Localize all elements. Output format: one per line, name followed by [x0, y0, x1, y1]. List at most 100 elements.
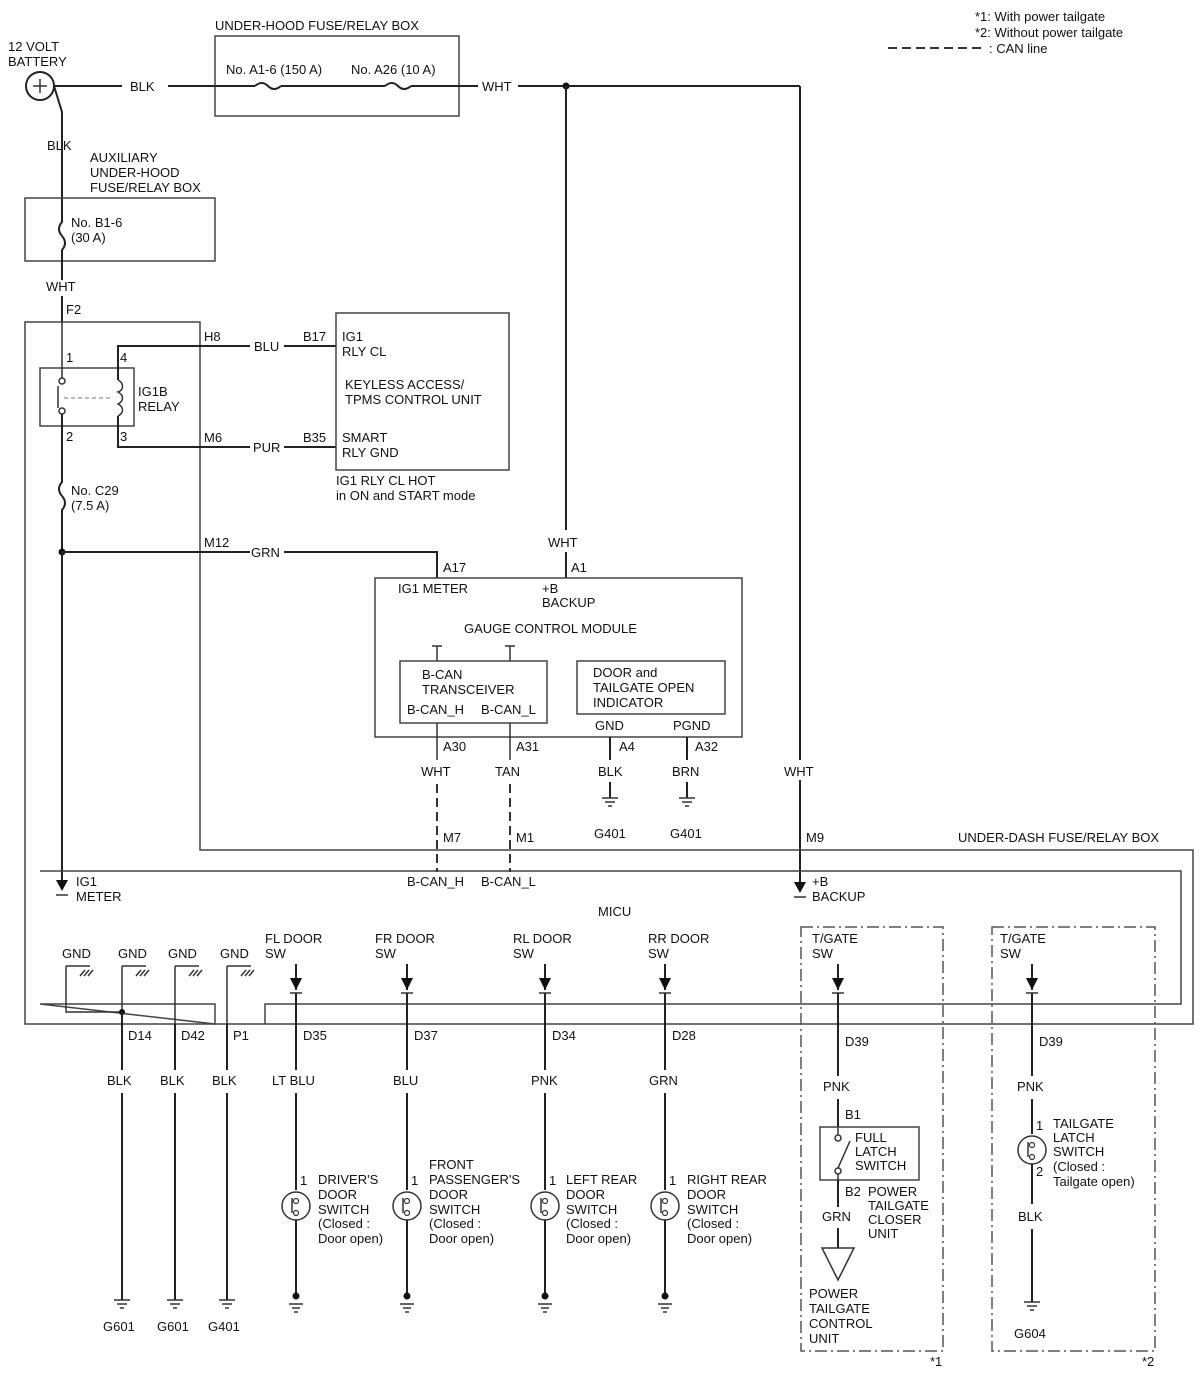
rl-door-input: RL DOOR SW D34 PNK 1 LEFT REAR DOOR SWIT… [513, 931, 637, 1313]
wire-label-pur: PUR [253, 440, 280, 455]
micu-label: MICU [598, 904, 631, 919]
splice-dot [661, 1292, 669, 1300]
micu-gnd-label: GND [62, 946, 91, 961]
under-dash-box-title: UNDER-DASH FUSE/RELAY BOX [958, 830, 1159, 845]
ig1b-relay [39, 367, 135, 427]
wire-label-blk: BLK [212, 1073, 237, 1088]
full-latch-line3: SWITCH [855, 1158, 906, 1173]
fuse-c29-icon [58, 414, 66, 552]
micu-tgate-line1: T/GATE [812, 931, 858, 946]
control-unit-line3: CONTROL [809, 1316, 873, 1331]
wire-label-blu: BLU [254, 339, 279, 354]
ground-icon [289, 1303, 303, 1313]
right-rear-switch-line5: Door open) [687, 1231, 752, 1246]
transceiver-bcan-h: B-CAN_H [407, 702, 464, 717]
micu-gnd-label: GND [168, 946, 197, 961]
closer-unit-line2: TAILGATE [868, 1198, 929, 1213]
keyless-pin2-line2: RLY GND [342, 445, 399, 460]
fl-door-input: FL DOOR SW D35 LT BLU 1 DRIVER'S DOOR SW… [265, 931, 383, 1313]
connector-b17: B17 [303, 329, 326, 344]
micu-rr-door-line2: SW [648, 946, 670, 961]
keyless-note-line2: in ON and START mode [336, 488, 475, 503]
connector-m6: M6 [204, 430, 222, 445]
relay-label-line2: RELAY [138, 399, 180, 414]
transceiver-label-line1: B-CAN [422, 667, 462, 682]
tailgate-latch-line5: Tailgate open) [1053, 1174, 1135, 1189]
wire-label-pnk: PNK [823, 1079, 850, 1094]
ground-g401: G401 [670, 826, 702, 841]
wire-label-blk: BLK [47, 138, 72, 153]
latch-switch-icon [834, 1167, 842, 1175]
micu-gnd-label: GND [118, 946, 147, 961]
arrow-icon [401, 978, 413, 990]
legend: *1: With power tailgate *2: Without powe… [888, 9, 1123, 56]
connector-a31: A31 [516, 739, 539, 754]
wire-label-blk: BLK [160, 1073, 185, 1088]
wire-label-tan: TAN [495, 764, 520, 779]
tailgate-latch-line2: LATCH [1053, 1130, 1095, 1145]
wire-label-grn: GRN [251, 545, 280, 560]
switch-pin-1: 1 [669, 1173, 676, 1188]
wire-label-wht: WHT [482, 79, 512, 94]
aux-under-hood-box: AUXILIARY UNDER-HOOD FUSE/RELAY BOX No. … [24, 150, 216, 262]
door-switch-contact [403, 1209, 411, 1217]
full-latch-line2: LATCH [855, 1144, 897, 1159]
micu-gnd-group: GND GND GND GND [62, 946, 255, 1024]
connector-b1: B1 [845, 1107, 861, 1122]
relay-label-line1: IG1B [138, 384, 168, 399]
closer-unit-line4: UNIT [868, 1226, 898, 1241]
connector-m9: M9 [806, 830, 824, 845]
arrow-icon [659, 978, 671, 990]
connector-d14: D14 [128, 1028, 152, 1043]
fuse-b1-6-label-line1: No. B1-6 [71, 215, 122, 230]
group-star2-outline [991, 926, 1156, 1352]
gauge-pgnd: PGND [673, 718, 711, 733]
micu-fl-door-line1: FL DOOR [265, 931, 322, 946]
micu-gnd-label: GND [220, 946, 249, 961]
door-tailgate-indicator [576, 660, 726, 715]
left-rear-switch-line2: DOOR [566, 1187, 605, 1202]
under-dash-fuse-box: UNDER-DASH FUSE/RELAY BOX 1 4 2 3 IG1B R… [24, 321, 1194, 1025]
door-switch-contact [1028, 1141, 1036, 1149]
connector-d37: D37 [414, 1028, 438, 1043]
legend-note-2: *2: Without power tailgate [975, 25, 1123, 40]
ground-g601: G601 [157, 1319, 189, 1334]
front-pass-switch-line4: SWITCH [429, 1202, 480, 1217]
wire-label-blk: BLK [107, 1073, 132, 1088]
right-rear-switch-line4: (Closed : [687, 1216, 739, 1231]
splice-dot [292, 1292, 300, 1300]
battery-label-line1: 12 VOLT [8, 39, 59, 54]
connector-a30: A30 [443, 739, 466, 754]
aux-box-title-line3: FUSE/RELAY BOX [90, 180, 201, 195]
arrow-icon [56, 880, 68, 891]
wire-label-wht: WHT [46, 279, 76, 294]
micu-gnd-trace [226, 965, 251, 1024]
gauge-backup-line2: BACKUP [542, 595, 595, 610]
relay-pin-3: 3 [120, 429, 127, 444]
gauge-module-outline [374, 577, 743, 738]
switch-pin-1: 1 [300, 1173, 307, 1188]
left-rear-switch-line1: LEFT REAR [566, 1172, 637, 1187]
under-hood-fuse-box: UNDER-HOOD FUSE/RELAY BOX No. A1-6 (150 … [214, 18, 460, 117]
gauge-backup-line1: +B [542, 581, 558, 596]
left-rear-switch-line3: SWITCH [566, 1202, 617, 1217]
gauge-module-title: GAUGE CONTROL MODULE [464, 621, 637, 636]
door-switch-contact [661, 1209, 669, 1217]
left-rear-switch-line4: (Closed : [566, 1216, 618, 1231]
wire-label-wht: WHT [421, 764, 451, 779]
rr-door-input: RR DOOR SW D28 GRN 1 RIGHT REAR DOOR SWI… [648, 931, 767, 1313]
door-switch-contact [1028, 1153, 1036, 1161]
arrow-icon [794, 882, 806, 893]
driver-switch-line1: DRIVER'S [318, 1172, 379, 1187]
connector-a4: A4 [619, 739, 635, 754]
connector-d35: D35 [303, 1028, 327, 1043]
connector-b35: B35 [303, 430, 326, 445]
connector-a17: A17 [443, 560, 466, 575]
relay-contact-icon [58, 377, 66, 385]
door-switch-contact [541, 1209, 549, 1217]
fr-door-input: FR DOOR SW D37 BLU 1 FRONT PASSENGER'S D… [375, 931, 520, 1313]
micu-rl-door-line1: RL DOOR [513, 931, 572, 946]
ground-icon [538, 1303, 552, 1313]
wire-label-pnk: PNK [1017, 1079, 1044, 1094]
front-pass-switch-line5: (Closed : [429, 1216, 481, 1231]
